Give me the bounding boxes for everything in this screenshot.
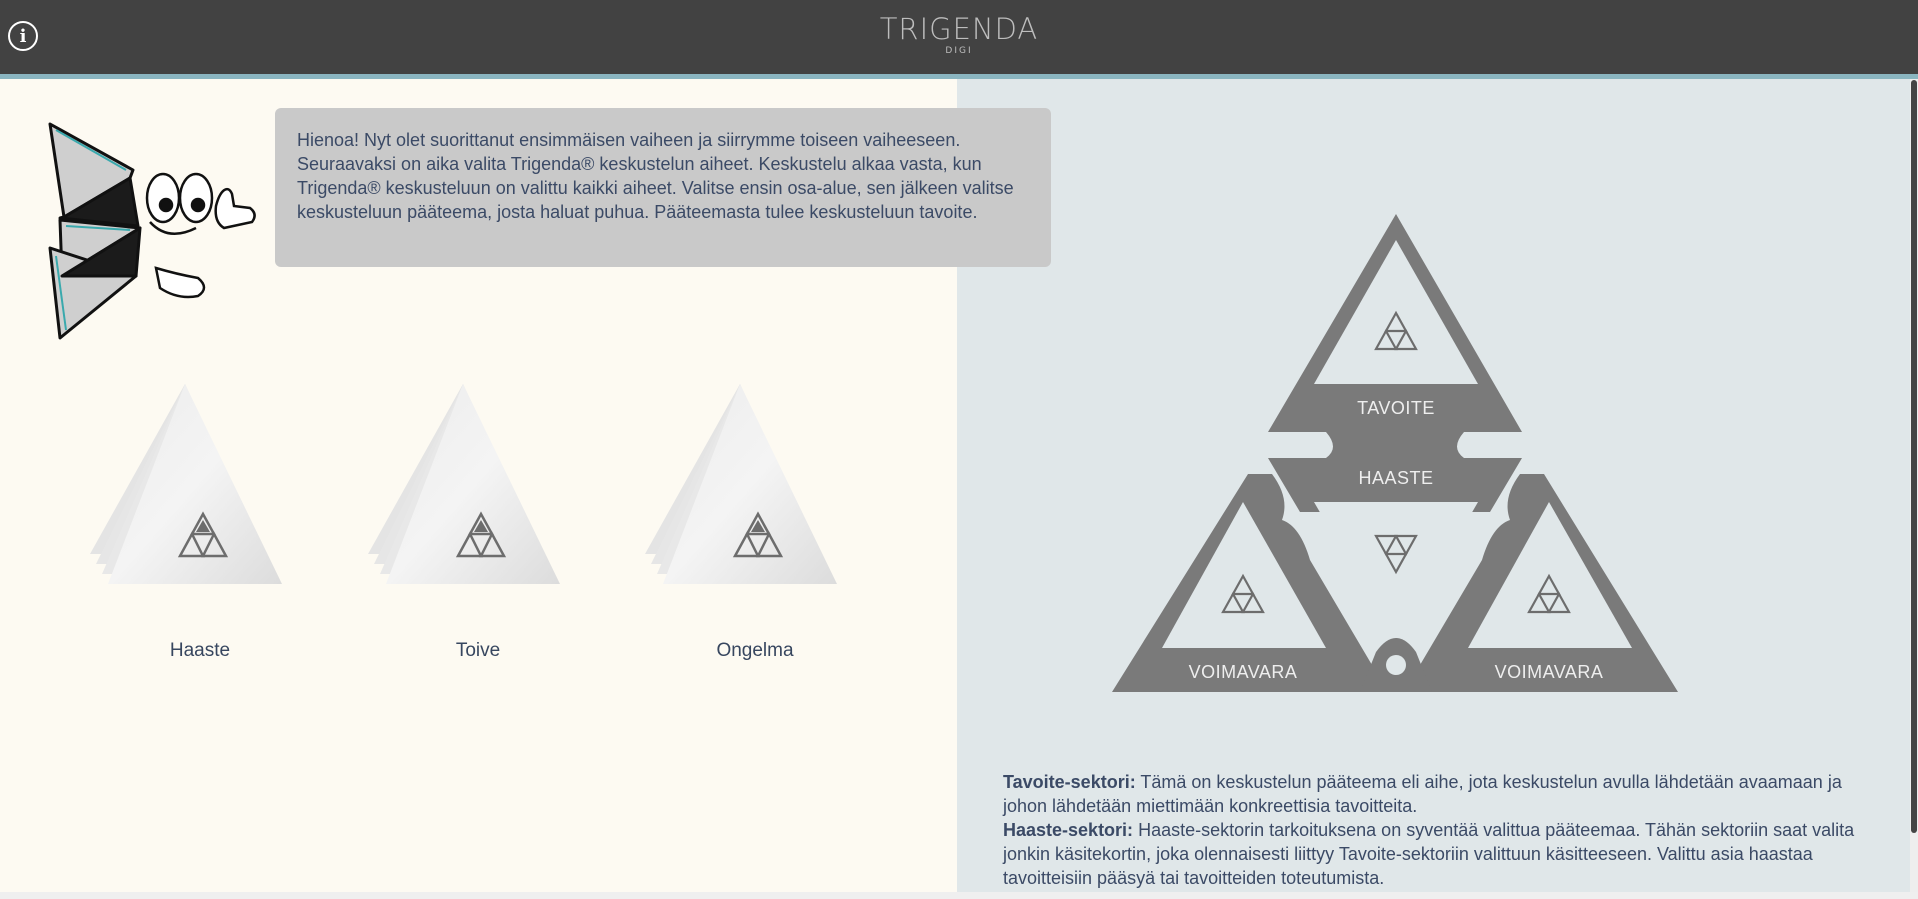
sector-descriptions: Tavoite-sektori: Tämä on keskustelun pää… [1003, 770, 1883, 890]
bottom-strip [0, 892, 1918, 899]
brand-subtitle: DIGI [945, 46, 973, 56]
sector-voimavara-left[interactable]: VOIMAVARA [1112, 474, 1372, 692]
category-label: Ongelma [716, 640, 794, 661]
trigenda-mark-icon-right [1527, 573, 1571, 614]
category-label: Toive [455, 640, 501, 661]
category-card-ongelma[interactable]: Ongelma [645, 378, 865, 678]
trigenda-mark-icon [732, 511, 784, 558]
scrollbar-thumb[interactable] [1911, 80, 1917, 833]
card-stack-icon [368, 384, 560, 584]
sector-label-haaste: HAASTE [1358, 468, 1433, 488]
haaste-sector-text: Haaste-sektorin tarkoituksena on syventä… [1003, 820, 1855, 888]
trigenda-board: TAVOITE HAASTE VOIMAVARA VOIMAVARA [1112, 214, 1678, 692]
tavoite-sector-text: Tämä on keskustelun pääteema eli aihe, j… [1003, 772, 1842, 816]
trigenda-mark-icon [455, 511, 507, 558]
info-icon[interactable]: i [8, 21, 38, 51]
trigenda-mark-icon-left [1221, 573, 1265, 614]
sector-label-voimavara-right: VOIMAVARA [1495, 662, 1604, 682]
sector-label-tavoite: TAVOITE [1357, 398, 1435, 418]
category-card-toive[interactable]: Toive [368, 378, 588, 678]
intro-speech-bubble: Hienoa! Nyt olet suorittanut ensimmäisen… [275, 108, 1051, 267]
brand-logo: TRIGENDA DIGI [0, 12, 1918, 56]
sector-tavoite[interactable]: TAVOITE HAASTE [1268, 214, 1522, 512]
trigenda-mark-icon-top [1374, 310, 1418, 351]
trigenda-mark-icon-center [1374, 534, 1418, 575]
top-bar-accent-line [0, 74, 1918, 79]
category-card-haaste[interactable]: Haaste [90, 378, 310, 678]
tavoite-sector-title: Tavoite-sektori: [1003, 772, 1136, 792]
brand-title: TRIGENDA [879, 12, 1039, 46]
sector-voimavara-right[interactable]: VOIMAVARA [1420, 474, 1678, 692]
trigenda-mark-icon [177, 511, 229, 558]
haaste-sector-title: Haaste-sektori: [1003, 820, 1134, 840]
category-label: Haaste [169, 640, 231, 661]
card-stack-icon [645, 384, 837, 584]
sector-label-voimavara-left: VOIMAVARA [1189, 662, 1298, 682]
card-stack-icon [90, 384, 282, 584]
mascot-illustration [48, 122, 256, 340]
top-bar [0, 0, 1918, 74]
